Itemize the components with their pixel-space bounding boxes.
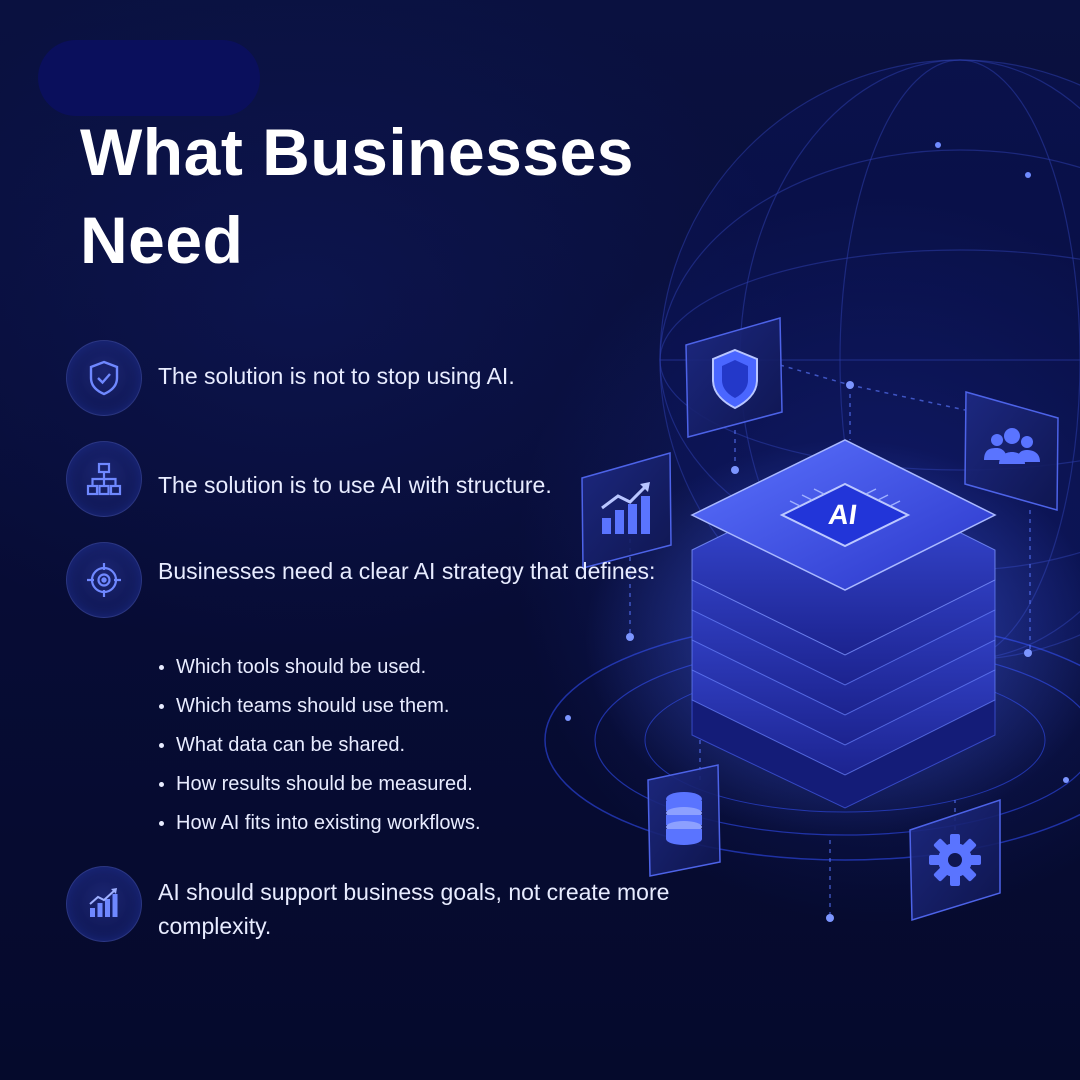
- gear-icon: [929, 834, 981, 886]
- target-icon: [66, 542, 142, 618]
- floating-card-users: [964, 391, 1059, 511]
- shield-check-icon: [66, 340, 142, 416]
- list-item: Which teams should use them.: [156, 687, 481, 726]
- growth-chart-icon: [601, 482, 650, 534]
- floating-card-chart: [581, 452, 672, 569]
- shield-icon: [712, 348, 758, 410]
- point-3-text: Businesses need a clear AI strategy that…: [158, 558, 656, 584]
- server-stack: AI: [690, 439, 997, 809]
- database-icon: [666, 792, 702, 845]
- list-item: How results should be measured.: [156, 765, 481, 804]
- list-item: How AI fits into existing workflows.: [156, 804, 481, 843]
- ai-chip: AI: [779, 482, 911, 548]
- floating-card-shield: [685, 317, 783, 438]
- floating-card-database: [647, 764, 721, 877]
- list-item: What data can be shared.: [156, 726, 481, 765]
- title-highlight-blob: [38, 40, 260, 116]
- growth-chart-icon: [66, 866, 142, 942]
- point-2-text: The solution is to use AI with structure…: [158, 472, 552, 498]
- users-icon: [984, 428, 1040, 464]
- point-1-text: The solution is not to stop using AI.: [158, 363, 515, 389]
- floating-card-gear: [909, 798, 1001, 922]
- list-item: Which tools should be used.: [156, 648, 481, 687]
- ai-chip-label: AI: [827, 499, 859, 530]
- page-title: What Businesses Need: [80, 115, 634, 277]
- point-4-text: AI should support business goals, not cr…: [158, 879, 670, 939]
- strategy-bullet-list: Which tools should be used. Which teams …: [156, 648, 481, 843]
- org-chart-icon: [66, 441, 142, 517]
